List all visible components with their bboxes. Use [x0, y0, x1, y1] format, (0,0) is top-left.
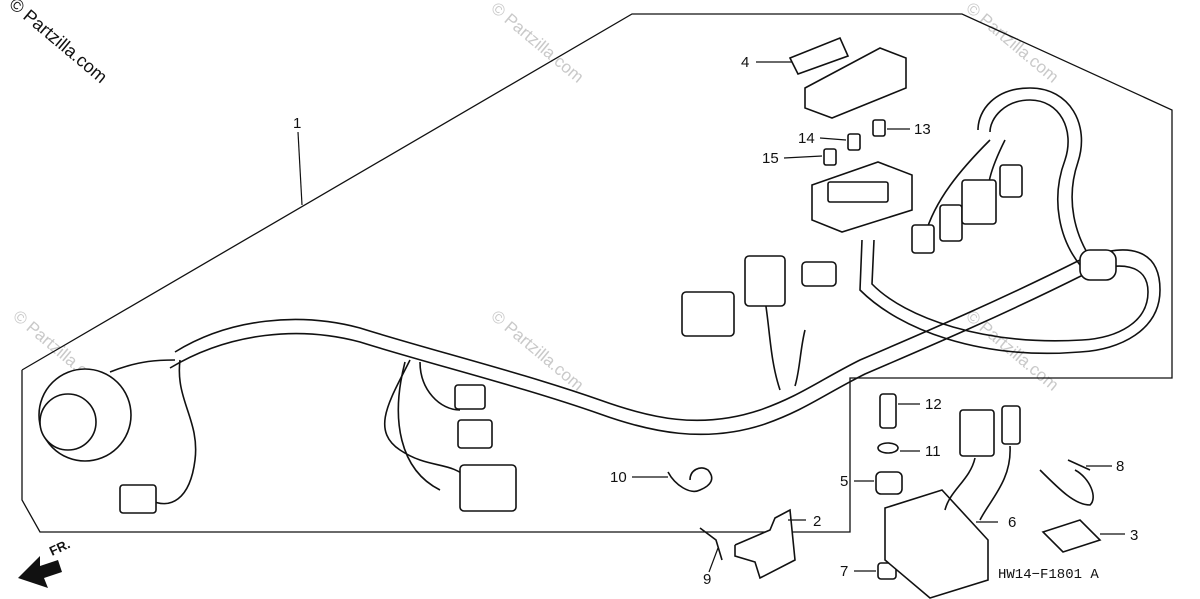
- connector-mid-1: [454, 384, 486, 410]
- connector-mid-2: [457, 419, 493, 449]
- callout-2: 2: [813, 513, 821, 530]
- watermark-tile: © Partzilla.com: [962, 0, 1062, 87]
- connector-left-lower: [119, 484, 157, 514]
- front-arrow-label: FR.: [47, 536, 72, 558]
- callout-1: 1: [293, 115, 301, 132]
- fuse-14: [847, 133, 861, 151]
- callout-14: 14: [798, 130, 815, 147]
- callout-5: 5: [840, 473, 848, 490]
- callout-4: 4: [741, 54, 749, 71]
- connector-right-3: [961, 179, 997, 225]
- watermark-tile: © Partzilla.com: [487, 307, 587, 395]
- wire-harness: [149, 87, 1161, 505]
- fuse-box-cover: [788, 36, 907, 119]
- callout-labels: 1 2 3 4 5 6 7 8 9 10 11 12 13 14 15: [293, 54, 1138, 588]
- leader-lines: [297, 61, 1125, 573]
- connector-right-4: [999, 164, 1023, 198]
- harness-clip: [699, 527, 723, 561]
- watermark-corner: © Partzilla.com: [5, 0, 111, 87]
- callout-11: 11: [925, 443, 941, 460]
- callout-3: 3: [1130, 527, 1138, 544]
- connector-upper-2: [744, 255, 786, 307]
- callout-9: 9: [703, 571, 711, 588]
- connector-mid-3: [459, 464, 517, 512]
- callout-7: 7: [840, 563, 848, 580]
- collar: [877, 562, 897, 580]
- callout-15: 15: [762, 150, 779, 167]
- clip-square: [1041, 519, 1102, 553]
- fuse-box: [811, 161, 913, 233]
- connector-right-1: [911, 224, 935, 254]
- front-arrow-icon: FR.: [18, 536, 72, 588]
- fuse-15: [823, 148, 837, 166]
- callout-8: 8: [1116, 458, 1124, 475]
- connector-right-2: [939, 204, 963, 242]
- harness-band-8: [1039, 459, 1094, 506]
- connector-upper-1: [681, 291, 735, 337]
- washer: [877, 442, 899, 454]
- corrugated-sleeve: [1079, 249, 1117, 281]
- grommet: [875, 471, 903, 495]
- callout-13: 13: [914, 121, 931, 138]
- callout-10: 10: [610, 469, 627, 486]
- fuse-13: [872, 119, 886, 137]
- regulator-rectifier: [884, 405, 1021, 599]
- bracket: [734, 508, 796, 580]
- bolt: [879, 393, 897, 429]
- watermark-tile: © Partzilla.com: [962, 307, 1062, 395]
- diagram-code: HW14−F1801 A: [998, 567, 1099, 583]
- watermark-tile: © Partzilla.com: [487, 0, 587, 87]
- callout-12: 12: [925, 396, 942, 413]
- connector-upper-3: [801, 261, 837, 287]
- assembly-frame: [21, 13, 1173, 533]
- round-connector: [38, 359, 176, 462]
- callout-6: 6: [1008, 514, 1016, 531]
- harness-band-10: [667, 467, 713, 492]
